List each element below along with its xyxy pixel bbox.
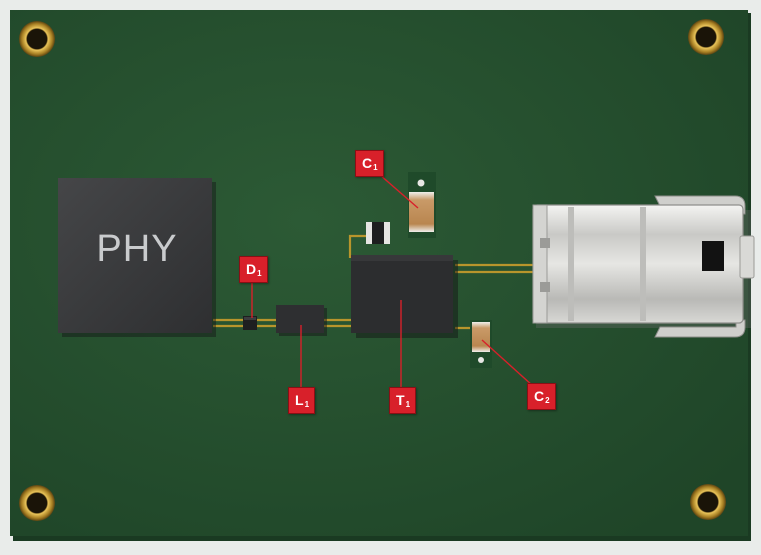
mounting-hole-icon [688, 19, 724, 55]
callout-t1: T1 [389, 387, 417, 414]
callout-l1-index: 1 [304, 400, 310, 409]
mounting-hole-icon [19, 485, 55, 521]
phy-chip [58, 178, 216, 337]
component-d1 [243, 316, 257, 330]
component-c2 [470, 320, 492, 368]
callout-l1-letter: L [295, 392, 304, 408]
callout-c2-letter: C [534, 388, 545, 404]
callout-t1-letter: T [396, 392, 405, 408]
component-c1 [408, 172, 436, 238]
callout-l1: L1 [288, 387, 316, 414]
callout-c1: C1 [355, 150, 384, 177]
component-small-sot [366, 222, 390, 244]
callout-c1-index: 1 [373, 163, 378, 172]
component-t1 [351, 255, 458, 338]
component-l1 [276, 305, 327, 336]
callout-c2: C2 [527, 383, 556, 410]
callout-d1-letter: D [246, 261, 257, 277]
mounting-hole-icon [19, 21, 55, 57]
callout-c1-letter: C [362, 155, 373, 171]
phy-chip-label: PHY [96, 228, 178, 270]
rj45-connector-icon [532, 195, 755, 338]
callout-c2-index: 2 [545, 396, 550, 405]
callout-leaders [251, 167, 534, 388]
callout-d1-index: 1 [257, 269, 262, 278]
callout-d1: D1 [239, 256, 268, 283]
mounting-hole-icon [690, 484, 726, 520]
callout-t1-index: 1 [405, 400, 411, 409]
